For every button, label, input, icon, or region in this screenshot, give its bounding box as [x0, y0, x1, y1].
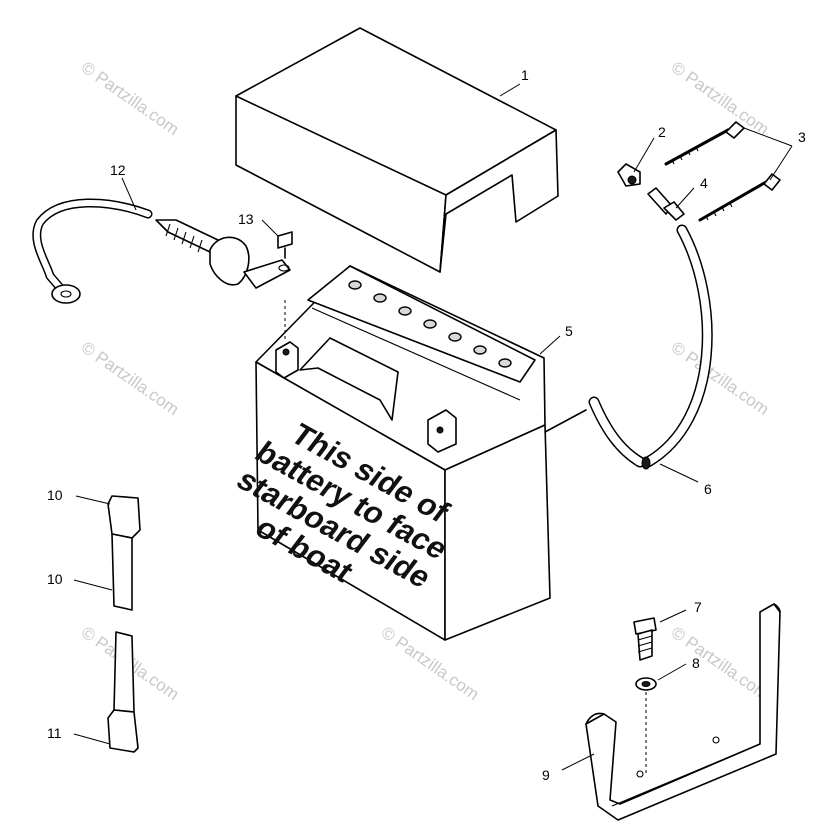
leader-lines	[73, 83, 793, 771]
callout-7: 7	[694, 599, 702, 615]
bolt-3-upper	[664, 121, 745, 166]
bolt-3-lower	[698, 173, 781, 222]
watermark: © Partzilla.com	[78, 58, 183, 139]
battery-cover	[235, 27, 559, 273]
negative-cable	[32, 198, 291, 304]
screw-7	[633, 617, 657, 661]
callout-10-lower: 11	[47, 725, 62, 741]
callout-6: 6	[704, 481, 712, 497]
callout-8: 8	[692, 655, 700, 671]
callout-11: 10	[47, 571, 63, 587]
cell-caps	[348, 280, 512, 368]
watermark: © Partzilla.com	[78, 338, 183, 419]
vent-fitting-4	[647, 187, 685, 221]
callout-5: 5	[565, 323, 573, 339]
callout-1: 1	[521, 67, 529, 83]
negative-terminal	[275, 341, 299, 379]
hold-down-strap-lower	[107, 631, 139, 753]
terminal-bolt-13	[277, 231, 293, 342]
watermark: © Partzilla.com	[378, 623, 483, 704]
callout-9: 9	[542, 767, 550, 783]
hold-down-strap-upper	[107, 495, 141, 611]
vent-tube	[588, 224, 713, 470]
callout-10-upper: 10	[47, 487, 63, 503]
callout-12: 12	[110, 162, 126, 178]
callout-2: 2	[658, 124, 666, 140]
ring-terminal	[51, 284, 81, 304]
callout-3: 3	[798, 129, 806, 145]
callout-13: 13	[238, 211, 254, 227]
battery-tray-bracket	[585, 603, 781, 821]
callout-labels: 1 2 3 4 5 6 7 8 9 10 10 11 12 13	[47, 67, 806, 783]
terminal-nut-2	[617, 163, 641, 187]
watermark: © Partzilla.com	[668, 338, 773, 419]
watermark: © Partzilla.com	[668, 623, 773, 704]
battery: This side of battery to face starboard s…	[230, 265, 587, 641]
washer-8	[635, 677, 657, 774]
callout-4: 4	[700, 175, 708, 191]
watermark: © Partzilla.com	[668, 58, 773, 139]
